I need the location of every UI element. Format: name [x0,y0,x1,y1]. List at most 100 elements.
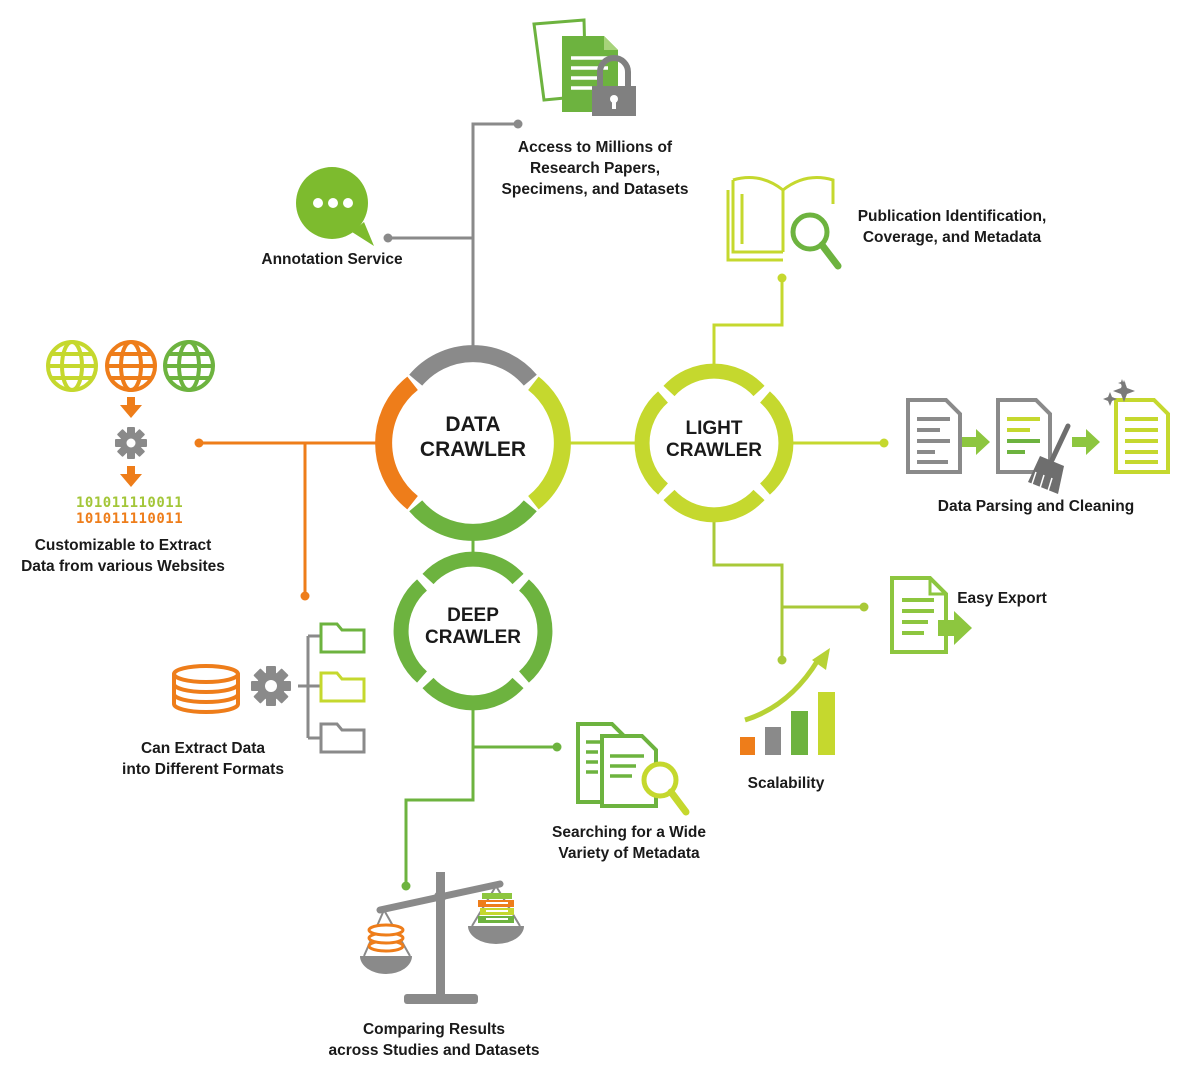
export-label: Easy Export [952,588,1052,609]
parsing-label: Data Parsing and Cleaning [926,496,1146,517]
dot-parsing [879,438,889,448]
access-line1: Access to Millions of [517,139,673,156]
binary-line2: 101011110011 [76,511,184,527]
dot-export [859,602,869,612]
ring-segment-gray [409,345,537,386]
data-crawler-label: DATA CRAWLER [403,413,543,463]
gear-icon [115,427,147,459]
ring-segment-3 [422,677,524,711]
binary-line1: 101011110011 [76,495,184,511]
annotation-label: Annotation Service [242,249,422,270]
light-crawler-ring [634,363,794,523]
comparing-label: Comparing Results across Studies and Dat… [322,1019,546,1061]
connector-access [471,122,518,358]
arrow-right-icon [962,429,990,455]
ring-segment-1 [663,363,765,397]
dot-comparing [401,881,411,891]
deep-crawler-line2: CRAWLER [424,627,522,649]
connector-lines [199,122,884,886]
ring-segment-lime [527,376,571,510]
ring-segment-4 [393,579,428,683]
gear-icon [251,666,291,706]
customizable-line1: Customizable to Extract [34,537,212,554]
sparkle-icon [1103,379,1135,406]
deep-crawler-label: DEEP CRAWLER [413,605,533,650]
searching-line1: Searching for a Wide [551,824,707,841]
bar-orange [740,737,755,755]
dot-formats [300,591,310,601]
dot-access [513,119,523,129]
balance-scale-icon [360,872,524,1004]
arrow-right-icon [1072,429,1100,455]
connector-export-scalability [712,512,784,660]
customizable-line2: Data from various Websites [21,558,225,575]
formats-line2: into Different Formats [122,761,284,778]
parsing-line1: Data Parsing and Cleaning [937,498,1135,515]
formats-line1: Can Extract Data [140,740,266,757]
folder-icon-gray [319,722,366,754]
open-book-search-icon [726,176,842,270]
scalability-line1: Scalability [747,775,825,792]
access-line2: Research Papers, [529,160,661,177]
ring-segment-1 [422,551,524,585]
cleaning-document-icon [996,398,1052,474]
access-label: Access to Millions of Research Papers, S… [480,137,710,200]
bar-gray [765,727,781,755]
ring-segment-2 [759,391,794,495]
searching-line2: Variety of Metadata [558,845,700,862]
globe-icon-green [163,340,215,392]
export-line1: Easy Export [957,590,1047,607]
connector-comparing [404,747,475,886]
publication-label: Publication Identification, Coverage, an… [842,206,1062,248]
bar-green [791,711,808,755]
dot-searching [552,742,562,752]
bar-lime [818,692,835,755]
access-line3: Specimens, and Datasets [501,181,689,198]
globe-icon-lime [46,340,98,392]
connector-dots [194,119,889,891]
raw-document-icon [906,398,962,474]
folder-icon-lime [319,671,366,703]
book-stack-icon [478,893,514,923]
deep-crawler-ring [393,551,553,711]
comparing-line1: Comparing Results [362,1021,506,1038]
clean-document-icon [1114,398,1170,474]
down-arrow-icon [120,397,142,487]
light-crawler-line1: LIGHT [685,418,743,439]
growth-arrow [744,658,821,723]
searching-label: Searching for a Wide Variety of Metadata [534,822,724,864]
folder-tree-lines [298,634,320,740]
globe-icon-orange [105,340,157,392]
chat-bubble-icon [296,167,374,246]
folder-icon-green [319,622,366,654]
publication-line1: Publication Identification, [857,208,1047,225]
data-crawler-line2: CRAWLER [419,437,527,461]
data-crawler-line1: DATA [445,413,501,436]
dot-publication [777,273,787,283]
dot-annotation [383,233,393,243]
locked-documents-icon [532,18,636,116]
document-export-icon [890,576,972,654]
ring-segment-green [409,500,537,541]
ring-segment-3 [663,489,765,523]
deep-crawler-line1: DEEP [447,605,499,626]
dot-scalability [777,655,787,665]
ring-segment-4 [634,391,669,495]
documents-search-icon [576,722,690,816]
coin-stack-icon [367,923,405,953]
globe-gear-binary-icon [46,340,215,487]
dot-customizable [194,438,204,448]
document-cleaning-icon [906,379,1170,494]
light-crawler-line2: CRAWLER [665,440,763,462]
broom-icon [1028,423,1071,494]
binary-text: 101011110011 101011110011 [76,495,183,527]
data-crawler-ring [375,345,571,541]
growth-bars-icon [740,648,835,755]
publication-line2: Coverage, and Metadata [862,229,1042,246]
database-icon [172,664,240,714]
customizable-label: Customizable to Extract Data from variou… [8,535,238,577]
database-folders-icon [172,622,366,754]
ring-segment-orange [375,376,419,510]
annotation-line1: Annotation Service [261,251,403,268]
